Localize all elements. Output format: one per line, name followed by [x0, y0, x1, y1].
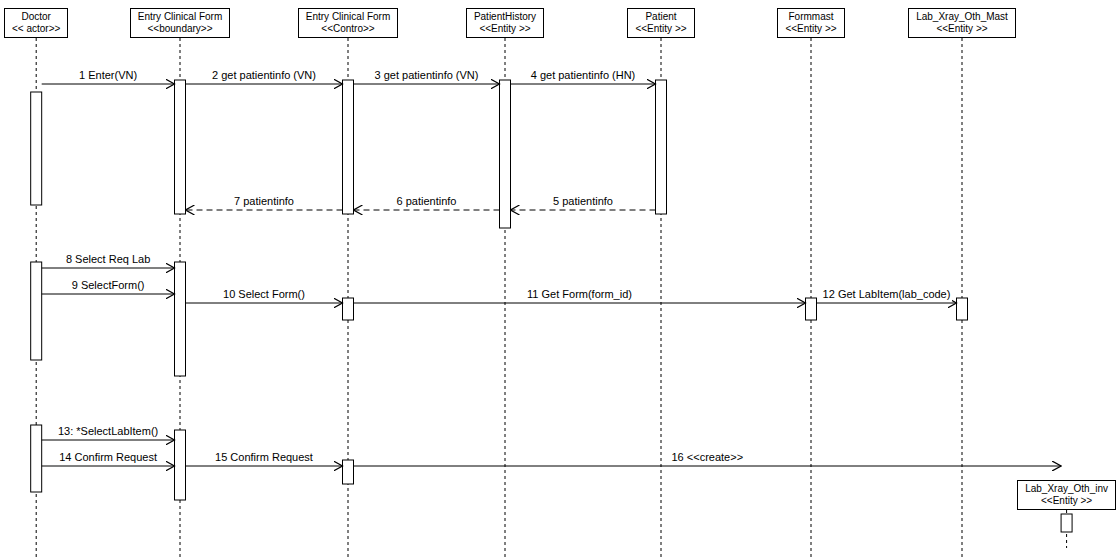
return-message	[354, 210, 500, 211]
activation-bar	[1061, 514, 1072, 532]
stereotype-label: <<Entity >>	[785, 23, 836, 35]
message-label: 6 patientinfo	[395, 195, 459, 208]
message-arrow	[817, 303, 957, 304]
activation-bar	[343, 298, 354, 320]
activation-layer	[31, 80, 1072, 532]
object-name: Formmast	[785, 11, 836, 23]
lifeline-head-box: Lab_Xray_Oth_inv<<Entity >>	[1017, 480, 1116, 510]
message-arrow	[42, 294, 175, 295]
lifeline-head-box: PatientHistory<<Entity >>	[466, 8, 544, 38]
object-name: Entry Clinical Form	[306, 11, 390, 23]
message-label: 13: *SelectLabItem()	[56, 425, 160, 438]
lifeline-head-box: Patient<<Entity >>	[627, 8, 694, 38]
lifeline-layer	[36, 38, 1066, 559]
message-arrow	[186, 84, 343, 85]
message-label: 14 Confirm Request	[57, 451, 159, 464]
return-message	[186, 210, 343, 211]
lifeline-head-box: Formmast<<Entity >>	[777, 8, 844, 38]
object-name: Entry Clinical Form	[138, 11, 222, 23]
message-label: 9 SelectForm()	[70, 279, 147, 292]
message-arrow	[42, 84, 175, 85]
activation-bar	[656, 80, 667, 214]
message-label: 15 Confirm Request	[213, 451, 315, 464]
message-label: 1 Enter(VN)	[77, 69, 139, 82]
activation-bar	[500, 80, 511, 228]
message-arrow	[42, 268, 175, 269]
lifeline-head-box: Lab_Xray_Oth_Mast<<Entity >>	[908, 8, 1016, 38]
activation-bar	[31, 262, 42, 360]
lifeline-head-box: Doctor<< actor>>	[4, 8, 68, 38]
stereotype-label: <<Entity >>	[916, 23, 1008, 35]
lifeline-head-box: Entry Clinical Form<<boundary>>	[130, 8, 230, 38]
object-name: Lab_Xray_Oth_inv	[1025, 483, 1108, 495]
message-arrow	[186, 466, 343, 467]
message-label: 11 Get Form(form_id)	[525, 288, 634, 301]
message-label: 7 patientinfo	[232, 195, 296, 208]
activation-bar	[175, 80, 186, 214]
activation-bar	[175, 430, 186, 500]
message-arrow	[354, 84, 500, 85]
activation-bar	[957, 298, 968, 320]
message-arrow	[354, 303, 806, 304]
message-arrow	[511, 84, 656, 85]
message-label: 12 Get LabItem(lab_code)	[821, 288, 953, 301]
message-arrow	[186, 303, 343, 304]
message-label: 3 get patientinfo (VN)	[373, 69, 481, 82]
stereotype-label: <<Entity >>	[1025, 495, 1108, 507]
lifeline-head-box: Entry Clinical Form<<Contro>>	[298, 8, 398, 38]
object-name: Patient	[635, 11, 686, 23]
message-arrow	[42, 466, 175, 467]
message-label: 8 Select Req Lab	[64, 253, 152, 266]
message-arrow	[354, 466, 1062, 467]
message-label: 5 patientinfo	[551, 195, 615, 208]
activation-bar	[175, 262, 186, 376]
stereotype-label: <<Entity >>	[635, 23, 686, 35]
activation-bar	[806, 298, 817, 320]
message-arrow	[42, 440, 175, 441]
activation-bar	[343, 80, 354, 214]
message-label: 10 Select Form()	[221, 288, 307, 301]
stereotype-label: <<Contro>>	[306, 23, 390, 35]
activation-bar	[343, 460, 354, 484]
connector-layer	[42, 84, 1061, 466]
stereotype-label: << actor>>	[12, 23, 60, 35]
activation-bar	[31, 92, 42, 205]
return-message	[511, 210, 656, 211]
stereotype-label: <<boundary>>	[138, 23, 222, 35]
message-label: 2 get patientinfo (VN)	[210, 69, 318, 82]
message-label: 4 get patientinfo (HN)	[529, 69, 638, 82]
object-name: PatientHistory	[474, 11, 536, 23]
message-label: 16 <<create>>	[670, 451, 746, 464]
stereotype-label: <<Entity >>	[474, 23, 536, 35]
object-name: Doctor	[12, 11, 60, 23]
object-name: Lab_Xray_Oth_Mast	[916, 11, 1008, 23]
activation-bar	[31, 425, 42, 492]
